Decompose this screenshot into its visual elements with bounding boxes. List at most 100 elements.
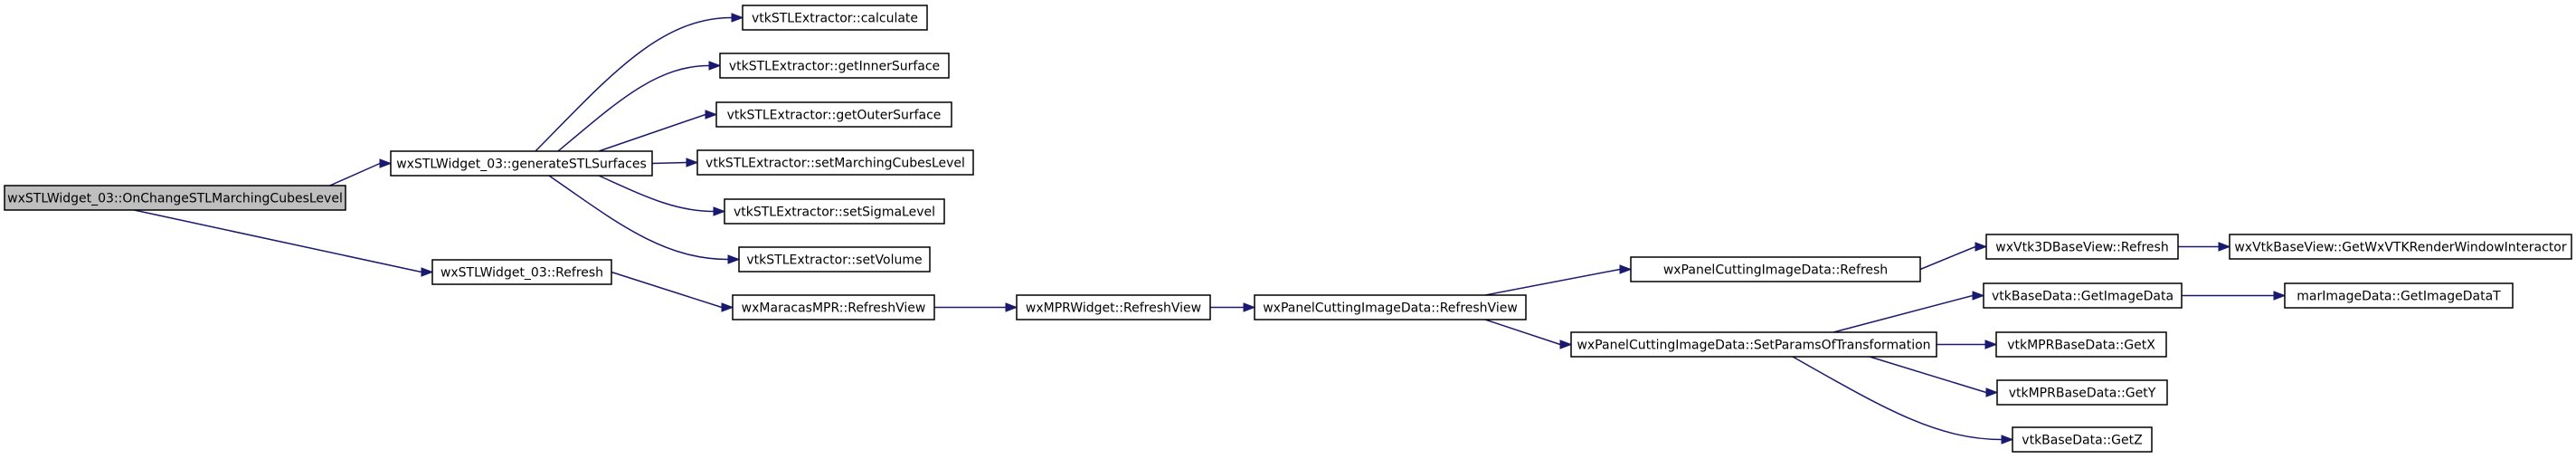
node-vtkmprbasedata-gety[interactable]: vtkMPRBaseData::GetY — [1996, 379, 2168, 406]
node-label: vtkSTLExtractor::setMarchingCubesLevel — [706, 157, 965, 171]
node-label: vtkSTLExtractor::getOuterSurface — [727, 109, 942, 123]
edge-n15-n18 — [1937, 339, 1998, 349]
edge-n0-n8 — [134, 209, 434, 277]
edge-n13-n14 — [2178, 242, 2231, 252]
node-vtkstlextractor-setsigmalevel[interactable]: vtkSTLExtractor::setSigmaLevel — [724, 198, 945, 225]
edge-line — [1484, 319, 1561, 346]
node-label: marImageData::GetImageDataT — [2297, 290, 2501, 304]
node-label: vtkSTLExtractor::setVolume — [746, 253, 922, 268]
node-vtkbasedata-getimagedata[interactable]: vtkBaseData::GetImageData — [1983, 282, 2183, 309]
arrowhead-icon — [686, 158, 699, 167]
edge-line — [557, 64, 710, 152]
arrowhead-icon — [721, 302, 734, 312]
node-label: vtkSTLExtractor::calculate — [752, 12, 918, 26]
arrowhead-icon — [2273, 291, 2287, 301]
node-wxstlwidget-03-onchangestlmarchingcubeslevel[interactable]: wxSTLWidget_03::OnChangeSTLMarchingCubes… — [4, 185, 346, 211]
node-marimagedata-getimagedatat[interactable]: marImageData::GetImageDataT — [2284, 282, 2514, 309]
edge-n1-n6 — [598, 175, 726, 216]
arrowhead-icon — [1985, 387, 1999, 397]
node-box — [390, 150, 653, 177]
node-label: wxVtkBaseView::GetWxVTKRenderWindowInter… — [2234, 241, 2567, 255]
node-box — [2229, 234, 2572, 260]
arrowhead-icon — [705, 110, 718, 120]
arrowhead-icon — [1005, 302, 1018, 312]
node-label: wxPanelCuttingImageData::Refresh — [1663, 263, 1888, 278]
edge-line — [1792, 356, 2003, 441]
arrowhead-icon — [2218, 242, 2231, 252]
node-box — [738, 246, 931, 273]
node-vtkstlextractor-setmarchingcubeslevel[interactable]: vtkSTLExtractor::setMarchingCubesLevel — [696, 149, 974, 176]
node-label: wxPanelCuttingImageData::RefreshView — [1263, 301, 1518, 316]
node-box — [719, 53, 950, 79]
node-box — [1630, 256, 1921, 282]
node-label: vtkMPRBaseData::GetY — [2009, 387, 2156, 401]
arrowhead-icon — [731, 13, 744, 23]
node-box — [724, 198, 945, 225]
node-wxmaracasmpr-refreshview[interactable]: wxMaracasMPR::RefreshView — [732, 294, 935, 320]
node-box — [732, 294, 935, 320]
node-label: wxPanelCuttingImageData::SetParamsOfTran… — [1577, 339, 1930, 353]
edge-n15-n16 — [1833, 291, 1985, 333]
node-vtkstlextractor-getinnersurface[interactable]: vtkSTLExtractor::getInnerSurface — [719, 53, 950, 79]
node-label: wxVtk3DBaseView::Refresh — [1995, 241, 2168, 255]
node-vtkstlextractor-setvolume[interactable]: vtkSTLExtractor::setVolume — [738, 246, 931, 273]
node-wxpanelcuttingimagedata-setparamsoftransformation[interactable]: wxPanelCuttingImageData::SetParamsOfTran… — [1570, 331, 1937, 358]
node-vtkstlextractor-getoutersurface[interactable]: vtkSTLExtractor::getOuterSurface — [715, 101, 952, 128]
node-label: wxMPRWidget::RefreshView — [1026, 301, 1201, 316]
edge-n12-n13 — [1919, 242, 1988, 271]
node-label: wxMaracasMPR::RefreshView — [742, 301, 926, 316]
node-wxvtkbaseview-getwxvtkrenderwindowinteractor[interactable]: wxVtkBaseView::GetWxVTKRenderWindowInter… — [2229, 234, 2572, 260]
edge-n1-n7 — [548, 175, 741, 264]
node-box — [1985, 234, 2179, 260]
edge-n1-n2 — [535, 13, 744, 152]
edge-n1-n3 — [557, 61, 722, 152]
node-wxstlwidget-03-refresh[interactable]: wxSTLWidget_03::Refresh — [431, 259, 612, 285]
node-box — [2284, 282, 2514, 309]
node-box — [1983, 282, 2183, 309]
edge-n1-n5 — [651, 158, 699, 167]
node-vtkstlextractor-calculate[interactable]: vtkSTLExtractor::calculate — [742, 5, 928, 31]
edge-n8-n9 — [611, 271, 734, 312]
edge-line — [598, 113, 706, 152]
node-wxstlwidget-03-generatestlsurfaces[interactable]: wxSTLWidget_03::generateSTLSurfaces — [390, 150, 653, 177]
node-box — [1570, 331, 1937, 358]
node-box — [1016, 294, 1211, 320]
node-wxvtk3dbaseview-refresh[interactable]: wxVtk3DBaseView::Refresh — [1985, 234, 2179, 260]
arrowhead-icon — [713, 206, 726, 216]
edge-n11-n12 — [1484, 264, 1633, 296]
arrowhead-icon — [727, 254, 741, 264]
node-box — [696, 149, 974, 176]
node-wxpanelcuttingimagedata-refreshview[interactable]: wxPanelCuttingImageData::RefreshView — [1254, 294, 1527, 320]
node-box — [742, 5, 928, 31]
node-box — [2012, 426, 2153, 453]
node-label: wxSTLWidget_03::generateSTLSurfaces — [396, 158, 647, 172]
edge-n16-n17 — [2182, 291, 2287, 301]
edge-line — [598, 175, 715, 213]
node-vtkbasedata-getz[interactable]: vtkBaseData::GetZ — [2012, 426, 2153, 453]
arrowhead-icon — [1559, 339, 1573, 349]
edge-n10-n11 — [1210, 302, 1256, 312]
edge-n1-n4 — [598, 110, 718, 152]
node-label: vtkBaseData::GetImageData — [1992, 290, 2174, 304]
edge-line — [1869, 356, 1987, 394]
node-box — [1254, 294, 1527, 320]
node-box — [1995, 331, 2167, 358]
edges-layer — [134, 13, 2287, 445]
node-box — [431, 259, 612, 285]
edge-line — [548, 175, 729, 261]
node-wxpanelcuttingimagedata-refresh[interactable]: wxPanelCuttingImageData::Refresh — [1630, 256, 1921, 282]
edge-line — [535, 16, 733, 152]
node-label: vtkSTLExtractor::getInnerSurface — [729, 60, 940, 74]
node-label: vtkSTLExtractor::setSigmaLevel — [734, 206, 935, 220]
node-label: wxSTLWidget_03::OnChangeSTLMarchingCubes… — [7, 192, 343, 206]
node-vtkmprbasedata-getx[interactable]: vtkMPRBaseData::GetX — [1995, 331, 2167, 358]
nodes-layer: wxSTLWidget_03::OnChangeSTLMarchingCubes… — [4, 5, 2572, 453]
arrowhead-icon — [379, 158, 393, 168]
edge-line — [134, 209, 422, 273]
arrowhead-icon — [421, 267, 434, 277]
edge-n15-n19 — [1869, 356, 1999, 397]
node-wxmprwidget-refreshview[interactable]: wxMPRWidget::RefreshView — [1016, 294, 1211, 320]
edge-n11-n15 — [1484, 319, 1573, 349]
edge-n15-n20 — [1792, 356, 2014, 445]
node-label: vtkBaseData::GetZ — [2022, 434, 2142, 448]
